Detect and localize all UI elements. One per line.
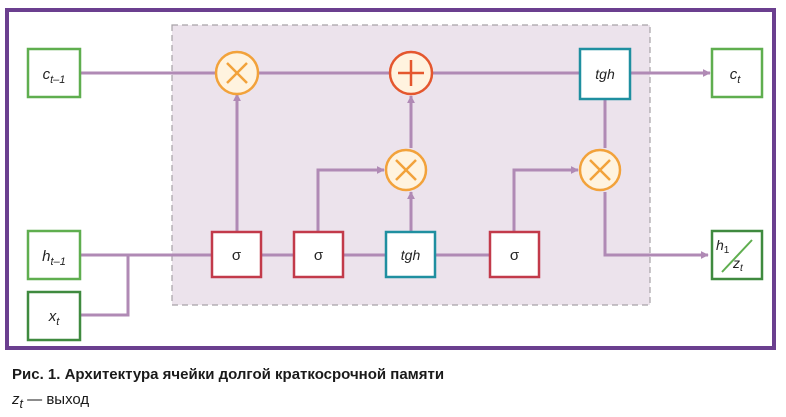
- input-c-prev: ct–1: [26, 47, 82, 99]
- add-icon: [388, 50, 434, 96]
- connections: [80, 69, 711, 317]
- output-c: ct: [710, 47, 764, 99]
- output-tgh-label: tgh: [595, 66, 615, 82]
- forget-gate-label: σ: [232, 247, 242, 264]
- input-x: xt: [26, 290, 82, 342]
- svg-text:zt: zt: [732, 255, 744, 274]
- output-gate-sigma: σ: [488, 230, 541, 279]
- output-divider: [721, 239, 753, 273]
- z-out-label: z: [732, 255, 740, 271]
- input-multiply-icon: [384, 148, 428, 192]
- hidden-output-arrow: [603, 192, 709, 259]
- h-out-label: h: [716, 237, 724, 253]
- forget-multiply-icon: [214, 50, 260, 96]
- svg-text:xt: xt: [48, 308, 61, 328]
- figure-note: zt — выход: [12, 391, 89, 411]
- output-multiply-icon: [578, 148, 622, 192]
- lstm-diagram: ct–1 ht–1 xt ct h1 zt σ σ: [5, 8, 776, 350]
- candidate-tgh: tgh: [384, 230, 437, 279]
- forget-gate-sigma: σ: [210, 230, 263, 279]
- input-gate-arrow: [316, 166, 385, 232]
- h-prev-label: h: [42, 248, 50, 265]
- input-h-prev: ht–1: [26, 229, 82, 281]
- output-tgh: tgh: [578, 47, 632, 101]
- note-variable: z: [12, 391, 20, 408]
- output-h-z: h1 zt: [710, 229, 764, 281]
- x-label: x: [48, 308, 57, 325]
- x-subscript: t: [56, 316, 60, 328]
- output-gate-label: σ: [510, 247, 520, 264]
- h-prev-subscript: t–1: [51, 256, 66, 268]
- svg-text:h1: h1: [716, 237, 730, 256]
- svg-text:ct: ct: [730, 66, 742, 86]
- note-subscript: t: [19, 397, 23, 411]
- input-gate-sigma: σ: [292, 230, 345, 279]
- figure-caption: Рис. 1. Архитектура ячейки долгой кратко…: [12, 366, 445, 383]
- input-gate-label: σ: [314, 247, 324, 264]
- c-out-label: c: [730, 66, 738, 83]
- c-prev-label: c: [43, 66, 51, 83]
- z-out-subscript: t: [740, 263, 744, 274]
- c-out-subscript: t: [737, 74, 741, 86]
- output-gate-arrow: [512, 166, 579, 232]
- svg-text:ht–1: ht–1: [42, 248, 66, 268]
- candidate-tgh-label: tgh: [401, 247, 421, 263]
- h-out-subscript: 1: [724, 245, 730, 256]
- c-prev-subscript: t–1: [50, 74, 65, 86]
- note-text: — выход: [22, 391, 90, 408]
- x-input-line: [80, 255, 130, 317]
- svg-text:ct–1: ct–1: [43, 66, 66, 86]
